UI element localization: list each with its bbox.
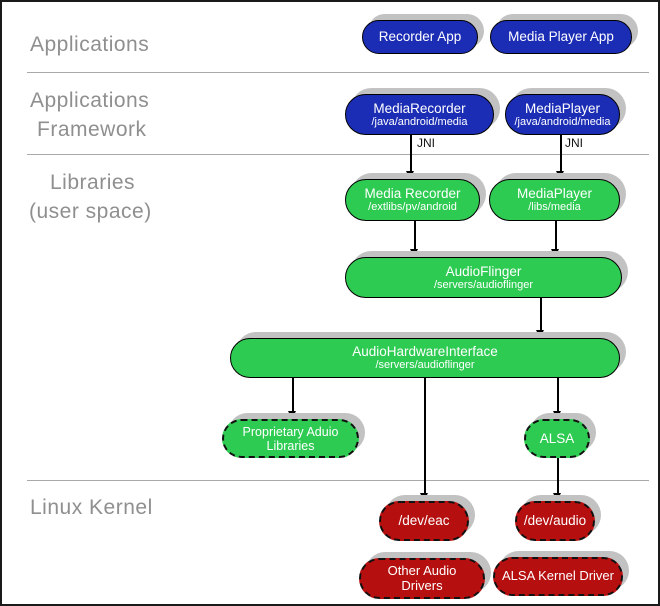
edge-recorder-to-audioflinger-arrowhead-icon bbox=[410, 249, 418, 257]
edge-recorder-to-audioflinger-line bbox=[414, 221, 416, 250]
node-media-recorder-framework: MediaRecorder /java/android/media bbox=[345, 94, 494, 135]
edge-ahi-to-alsa-arrowhead-icon bbox=[553, 411, 561, 419]
edge-ahi-to-deveac-line bbox=[424, 378, 426, 494]
divider-kernel bbox=[27, 480, 649, 481]
edge-alsa-to-devaudio-line bbox=[557, 458, 559, 494]
node-alsa-kernel-driver: ALSA Kernel Driver bbox=[493, 557, 623, 596]
node-recorder-app: Recorder App bbox=[362, 20, 478, 54]
edge-ahi-to-proprietary-line bbox=[292, 378, 294, 412]
node-other-audio-drivers: Other Audio Drivers bbox=[359, 558, 485, 599]
node-subtitle: /servers/audioflinger bbox=[433, 278, 534, 291]
section-label-libraries-line1: Libraries bbox=[50, 171, 136, 194]
edge-jni-left-arrowhead-icon bbox=[406, 171, 414, 179]
node-audioflinger: AudioFlinger /servers/audioflinger bbox=[345, 257, 622, 298]
node-media-player-framework: MediaPlayer /java/android/media bbox=[505, 94, 620, 135]
node-title: Other Audio Drivers bbox=[387, 562, 457, 593]
node-title: Media Player App bbox=[508, 29, 614, 45]
node-title: /dev/eac bbox=[398, 513, 450, 529]
node-title: MediaPlayer bbox=[516, 186, 593, 202]
node-subtitle: /servers/audioflinger bbox=[375, 359, 475, 372]
node-title: Media Recorder bbox=[364, 186, 461, 202]
edge-audioflinger-to-ahi-line bbox=[540, 298, 542, 331]
edge-jni-right-arrowhead-icon bbox=[556, 171, 564, 179]
node-title: /dev/audio bbox=[523, 513, 587, 529]
section-label-applications-framework-line1: Applications bbox=[30, 89, 150, 112]
edge-alsa-to-devaudio-arrowhead-icon bbox=[553, 493, 561, 501]
edge-jni-right-line bbox=[560, 134, 562, 172]
section-label-applications-framework-line2: Framework bbox=[37, 118, 147, 141]
divider-applications bbox=[27, 72, 649, 73]
edge-label-jni-right: JNI bbox=[565, 136, 583, 150]
node-proprietary-audio-libraries: Proprietary Aduio Libraries bbox=[222, 419, 359, 458]
section-label-linux-kernel: Linux Kernel bbox=[30, 496, 153, 519]
edge-player-to-audioflinger-line bbox=[555, 221, 557, 250]
edge-ahi-to-alsa-line bbox=[557, 378, 559, 412]
node-dev-eac: /dev/eac bbox=[379, 501, 469, 541]
node-title: MediaPlayer bbox=[524, 100, 601, 116]
node-audio-hardware-interface: AudioHardwareInterface /servers/audiofli… bbox=[230, 338, 620, 378]
section-label-applications: Applications bbox=[30, 33, 150, 56]
node-title: ALSA bbox=[539, 430, 575, 446]
node-subtitle: /extlibs/pv/android bbox=[368, 201, 457, 214]
node-title: ALSA Kernel Driver bbox=[502, 568, 614, 584]
edge-label-jni-left: JNI bbox=[417, 136, 435, 150]
divider-framework bbox=[27, 154, 649, 155]
edge-ahi-to-deveac-arrowhead-icon bbox=[420, 493, 428, 501]
node-media-player-lib: MediaPlayer /libs/media bbox=[489, 179, 620, 221]
node-title: Recorder App bbox=[378, 29, 462, 45]
edge-jni-left-line bbox=[410, 134, 412, 172]
node-title: AudioFlinger bbox=[445, 263, 522, 279]
node-title: MediaRecorder bbox=[373, 100, 466, 116]
section-label-libraries-line2: (user space) bbox=[29, 200, 152, 223]
node-dev-audio: /dev/audio bbox=[515, 501, 595, 541]
edge-ahi-to-proprietary-arrowhead-icon bbox=[288, 411, 296, 419]
node-title: AudioHardwareInterface bbox=[352, 344, 498, 360]
node-alsa: ALSA bbox=[524, 419, 590, 458]
node-subtitle: /java/android/media bbox=[371, 115, 468, 128]
edge-audioflinger-to-ahi-arrowhead-icon bbox=[536, 330, 544, 338]
node-subtitle: /libs/media bbox=[528, 201, 581, 214]
node-title: Proprietary Aduio Libraries bbox=[242, 424, 339, 453]
node-media-player-app: Media Player App bbox=[490, 20, 632, 54]
node-media-recorder-lib: Media Recorder /extlibs/pv/android bbox=[345, 179, 480, 221]
node-subtitle: /java/android/media bbox=[514, 115, 611, 128]
edge-player-to-audioflinger-arrowhead-icon bbox=[551, 249, 559, 257]
